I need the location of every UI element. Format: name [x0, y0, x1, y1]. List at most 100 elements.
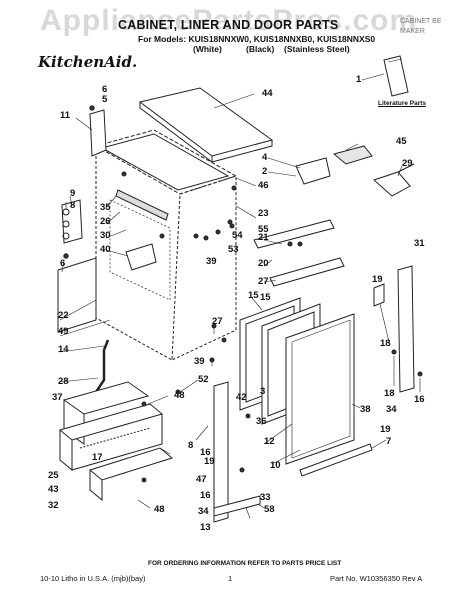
ice-scoop — [373, 171, 411, 197]
callout-43: 43 — [48, 484, 59, 495]
callout-3: 3 — [260, 386, 265, 397]
side-panel — [89, 109, 107, 157]
literature-label: Literature Parts — [378, 100, 427, 107]
callout-48: 48 — [154, 504, 165, 515]
callout-8: 8 — [188, 440, 193, 451]
door-panel — [285, 313, 355, 465]
callout-31: 31 — [414, 238, 425, 249]
callout-53: 53 — [228, 244, 239, 255]
bottom-trim — [299, 443, 373, 477]
bracket — [125, 243, 157, 271]
callout-44: 44 — [262, 88, 273, 99]
callout-27: 27 — [212, 316, 223, 327]
watermark: AppliancePartsPros.com — [40, 4, 418, 37]
callout-18: 18 — [384, 388, 395, 399]
base-kick — [58, 403, 164, 441]
callout-37: 37 — [52, 392, 63, 403]
ice-bin — [332, 145, 373, 165]
callout-10: 10 — [270, 460, 281, 471]
callout-38: 38 — [360, 404, 371, 415]
callout-16: 16 — [414, 394, 425, 405]
callout-19: 19 — [204, 456, 215, 467]
callout-12: 12 — [264, 436, 275, 447]
callout-11: 11 — [60, 110, 71, 121]
variant-black: (Black) — [246, 44, 275, 54]
callout-5: 5 — [102, 94, 108, 105]
callout-39: 39 — [206, 256, 217, 267]
literature-book — [383, 55, 409, 97]
callout-28: 28 — [58, 376, 69, 387]
door-handle — [397, 265, 415, 393]
callout-19: 19 — [380, 424, 391, 435]
shelf — [295, 157, 331, 185]
side-insulation — [57, 257, 97, 333]
order-note: FOR ORDERING INFORMATION REFER TO PARTS … — [148, 560, 342, 567]
callout-58: 58 — [264, 504, 275, 515]
top-panel — [138, 87, 274, 157]
corner-text-2: MAKER — [400, 28, 425, 35]
callout-17: 17 — [92, 452, 103, 463]
callout-26: 26 — [100, 216, 111, 227]
callout-30: 30 — [100, 230, 111, 241]
callout-34: 34 — [198, 506, 209, 517]
callout-39: 39 — [194, 356, 205, 367]
filler-strip — [213, 381, 229, 523]
callout-27: 27 — [258, 276, 269, 287]
callout-20: 20 — [258, 258, 269, 269]
callout-42: 42 — [236, 392, 247, 403]
callout-15: 15 — [248, 290, 259, 301]
callout-2: 2 — [262, 166, 267, 177]
callout-15: 15 — [260, 292, 271, 303]
hinge-lower — [269, 257, 345, 287]
variant-stainless: (Stainless Steel) — [284, 44, 350, 54]
callout-25: 25 — [48, 470, 59, 481]
variant-white: (White) — [193, 44, 222, 54]
callout-8: 8 — [70, 200, 75, 211]
door-bracket-right — [373, 283, 385, 307]
callout-7: 7 — [386, 436, 391, 447]
footer-part-number: Part No. W10356350 Rev A — [330, 574, 423, 583]
callout-19: 19 — [372, 274, 383, 285]
callout-4: 4 — [262, 152, 268, 163]
callout-46: 46 — [258, 180, 269, 191]
callout-48: 48 — [174, 390, 185, 401]
callout-29: 29 — [402, 158, 413, 169]
callout-35: 35 — [100, 202, 111, 213]
callout-36: 36 — [256, 416, 267, 427]
callout-52: 52 — [198, 374, 209, 385]
page-title: CABINET, LINER AND DOOR PARTS — [118, 18, 339, 32]
hinge-upper — [253, 219, 335, 249]
callout-18: 18 — [380, 338, 391, 349]
hinge-bottom — [213, 495, 261, 517]
callout-6: 6 — [102, 84, 107, 95]
callout-47: 47 — [196, 474, 207, 485]
callout-1: 1 — [356, 74, 362, 85]
callout-13: 13 — [200, 522, 211, 533]
corner-text-1: CABINET BE — [400, 18, 442, 25]
trough — [115, 189, 169, 221]
callout-40: 40 — [100, 244, 111, 255]
callout-14: 14 — [58, 344, 69, 355]
footer-page: 1 — [228, 574, 233, 583]
callout-16: 16 — [200, 490, 211, 501]
callout-33: 33 — [260, 492, 271, 503]
cabinet-body — [95, 146, 181, 361]
grille-lower — [88, 447, 174, 481]
callout-21: 21 — [258, 232, 269, 243]
footer-litho: 10-10 Litho in U.S.A. (mjb)(bay) — [40, 574, 146, 583]
callout-34: 34 — [386, 404, 397, 415]
callout-22: 22 — [58, 310, 69, 321]
hinge-bracket — [61, 199, 83, 244]
callout-32: 32 — [48, 500, 59, 511]
screws — [63, 105, 423, 483]
callout-23: 23 — [258, 208, 269, 219]
callout-9: 9 — [70, 188, 75, 199]
base-grille — [62, 381, 150, 415]
callout-49: 49 — [58, 326, 69, 337]
callout-6: 6 — [60, 258, 65, 269]
callout-16: 16 — [200, 447, 211, 458]
drain-hose — [94, 339, 110, 393]
models-line: For Models: KUIS18NNXW0, KUIS18NNXB0, KU… — [138, 34, 376, 44]
brand-logo: KitchenAid. — [38, 53, 138, 71]
